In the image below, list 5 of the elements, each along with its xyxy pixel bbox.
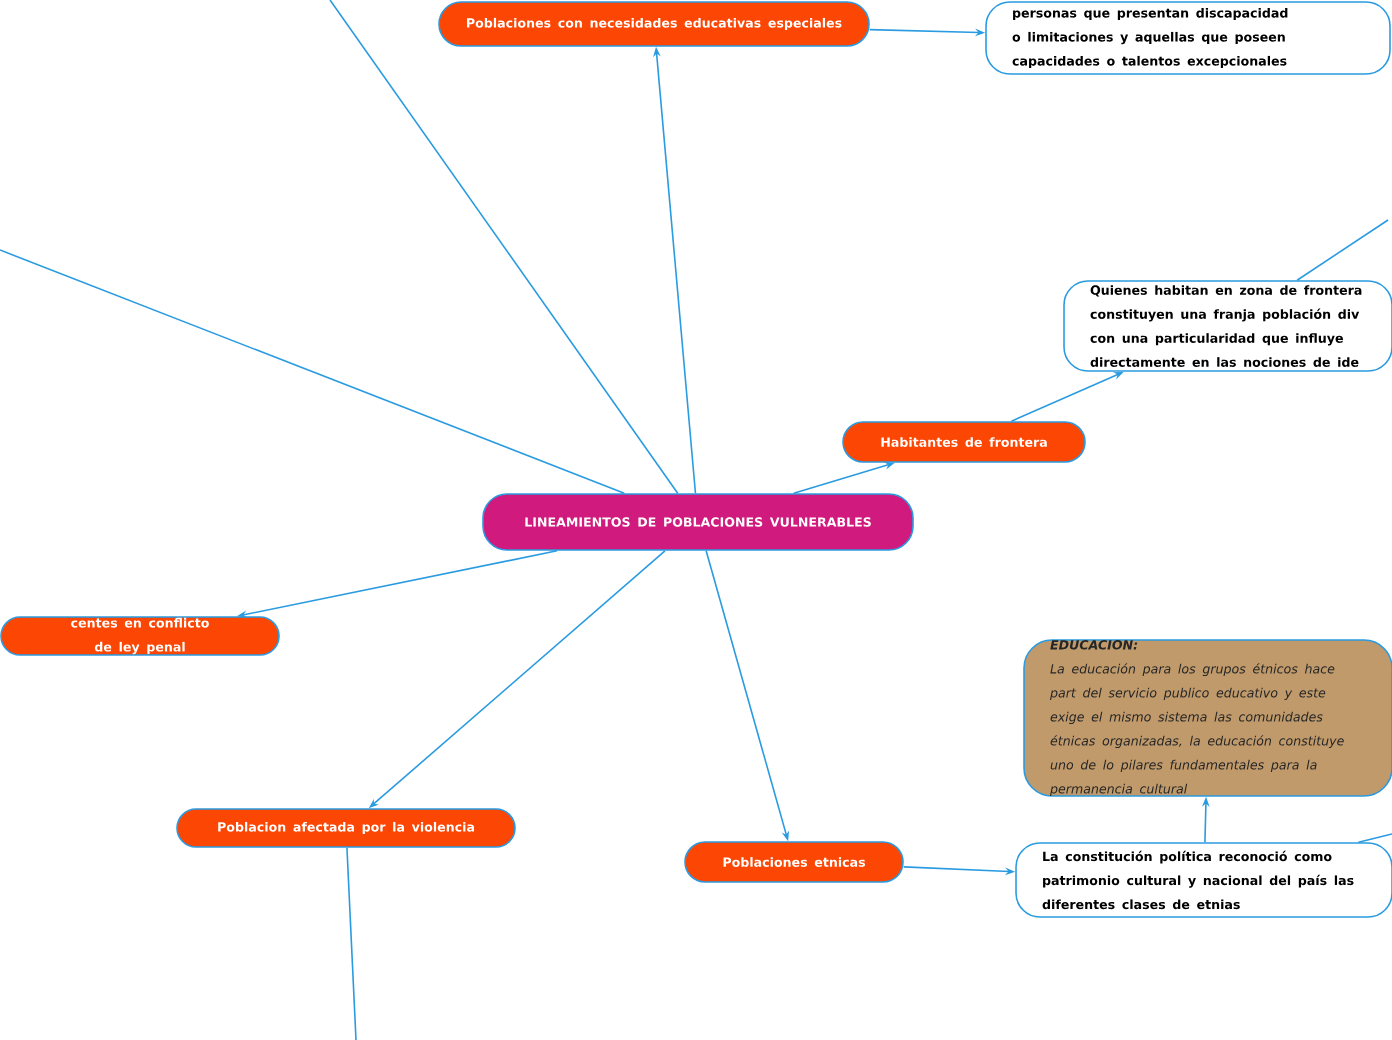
connector: [1357, 833, 1392, 843]
connector: [0, 249, 626, 494]
connector: [1296, 219, 1389, 281]
connector: [329, 0, 679, 494]
connector: [346, 847, 357, 1040]
